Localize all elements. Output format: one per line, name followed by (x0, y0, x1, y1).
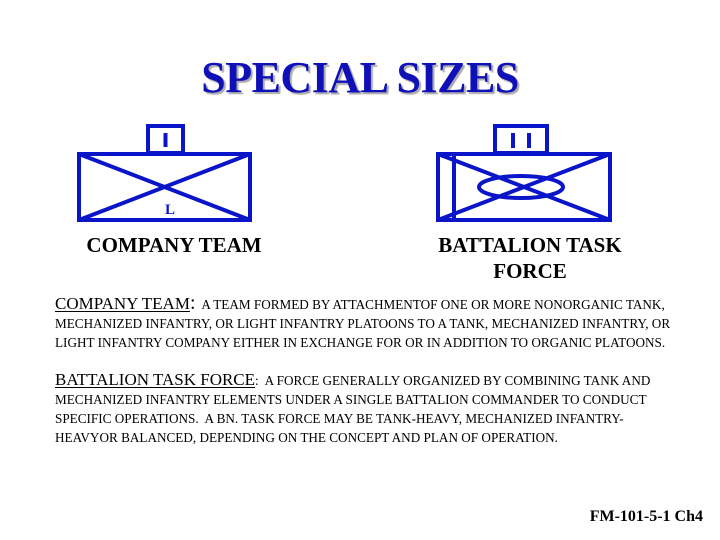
definition-term: BATTALION TASK FORCE (55, 370, 256, 389)
battalion-label-line1: BATTALION TASK (438, 233, 622, 257)
armor-ellipse (477, 174, 565, 200)
battalion-task-force-label: BATTALION TASK FORCE (410, 232, 650, 284)
cross-line-2 (78, 152, 251, 222)
definition-text: A TEAM FORMED BY ATTACHMENTOF ONE OR MOR… (55, 297, 674, 350)
battalion-task-force-symbol (436, 124, 612, 222)
definitions: COMPANY TEAM: A TEAM FORMED BY ATTACHMEN… (55, 292, 685, 447)
definition-term: COMPANY TEAM (55, 294, 190, 313)
unit-modifier-l: L (165, 202, 175, 218)
slide-title: SPECIAL SIZES (201, 53, 519, 102)
source-reference: FM-101-5-1 Ch4 (589, 508, 703, 525)
definition-text: A FORCE GENERALLY ORGANIZED BY COMBINING… (55, 373, 654, 445)
unit-symbols: L (77, 124, 612, 222)
definition-company-team: COMPANY TEAM: A TEAM FORMED BY ATTACHMEN… (55, 292, 685, 352)
definition-separator: : (189, 292, 196, 314)
company-team-label: COMPANY TEAM (86, 233, 262, 257)
unit-frame (77, 152, 252, 222)
cross-line-2 (437, 152, 611, 222)
definition-separator: : (255, 373, 259, 388)
company-team-symbol (77, 124, 252, 222)
definition-battalion-task-force: BATTALION TASK FORCE: A FORCE GENERALLY … (55, 370, 685, 447)
battalion-label-line2: FORCE (493, 259, 567, 283)
unit-frame (436, 152, 612, 222)
size-indicator-box (493, 124, 549, 155)
